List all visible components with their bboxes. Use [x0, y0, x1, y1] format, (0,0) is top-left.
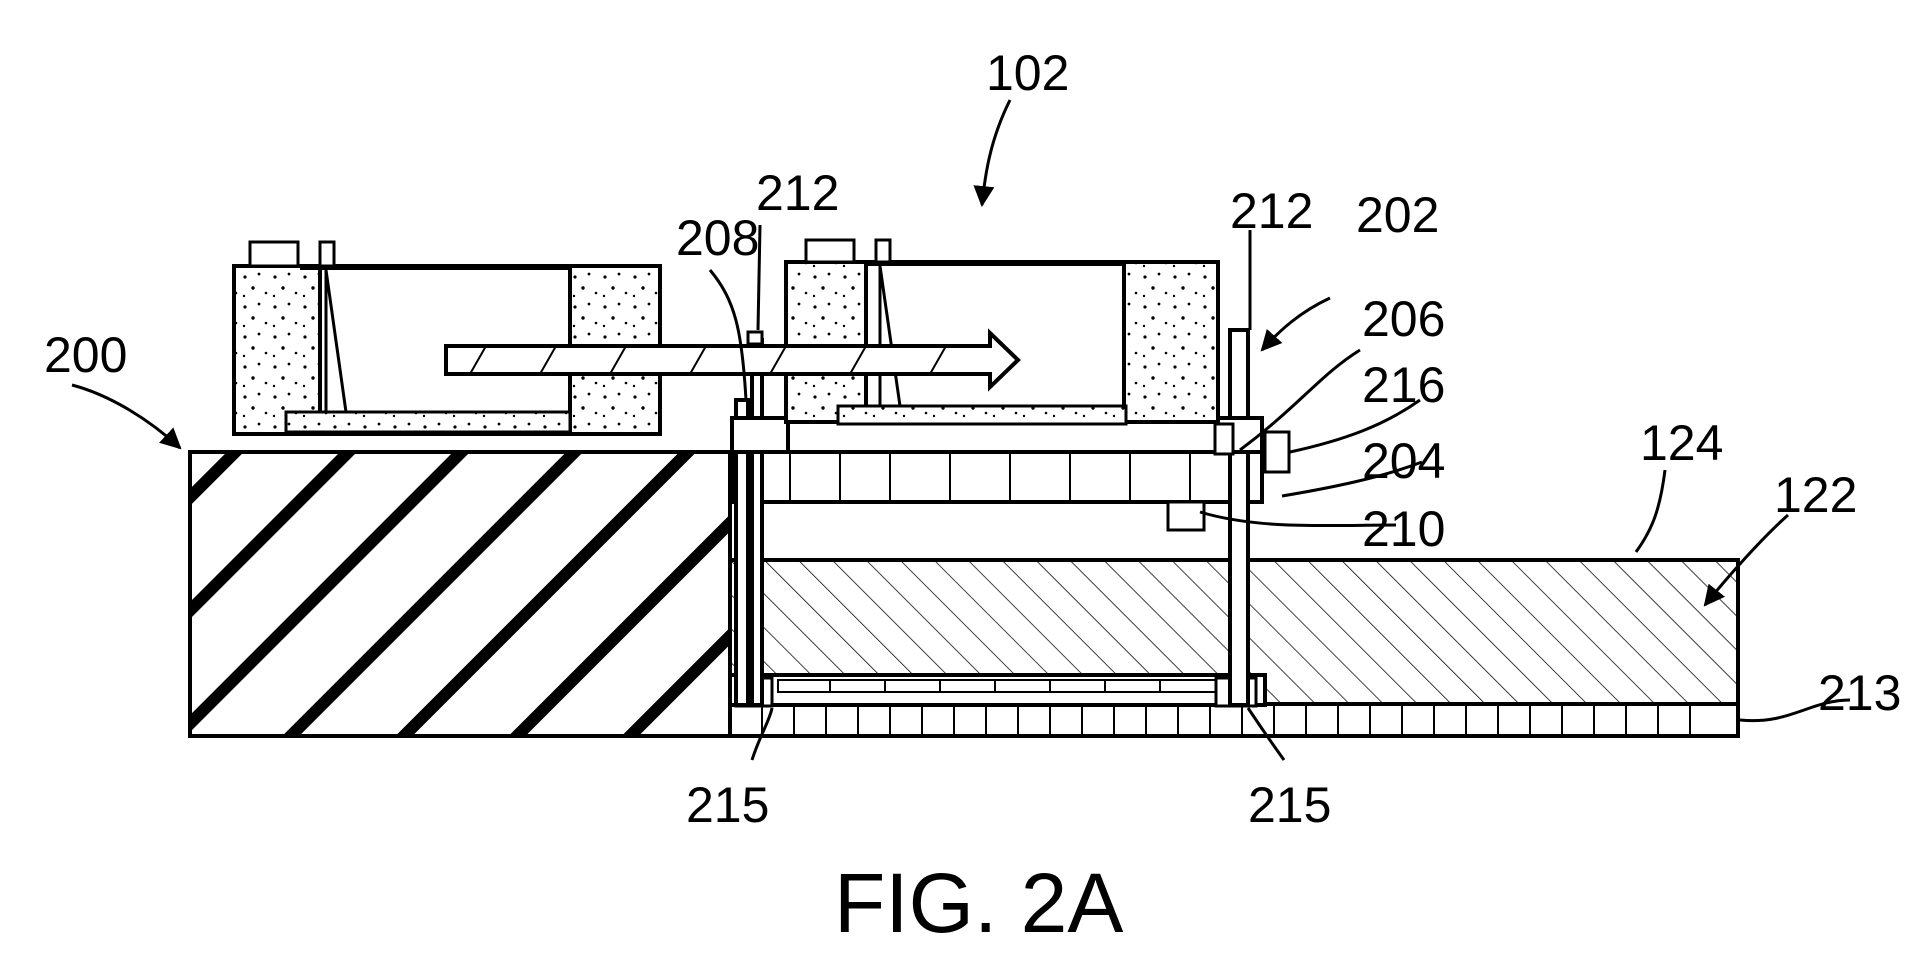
label-213: 213	[1818, 665, 1901, 721]
substrate-200	[190, 452, 730, 736]
label-215-right: 215	[1248, 777, 1331, 833]
label-210: 210	[1362, 501, 1445, 557]
label-204: 204	[1362, 433, 1445, 489]
label-200: 200	[44, 327, 127, 383]
carrier-right	[748, 240, 1218, 424]
label-202: 202	[1356, 187, 1439, 243]
frame-cavity	[732, 500, 1240, 560]
label-124: 124	[1640, 415, 1723, 471]
base-strip-213	[730, 704, 1738, 736]
label-102: 102	[986, 45, 1069, 101]
label-212-left: 212	[756, 165, 839, 221]
label-122: 122	[1774, 467, 1857, 523]
label-215-left: 215	[686, 777, 769, 833]
carrier-left	[234, 242, 660, 434]
label-216: 216	[1362, 357, 1445, 413]
segmented-layer-204	[732, 452, 1262, 502]
label-208: 208	[676, 210, 759, 266]
label-206: 206	[1362, 291, 1445, 347]
bottom-tray	[730, 675, 1265, 706]
label-212-right: 212	[1230, 183, 1313, 239]
figure-caption: FIG. 2A	[834, 856, 1123, 950]
